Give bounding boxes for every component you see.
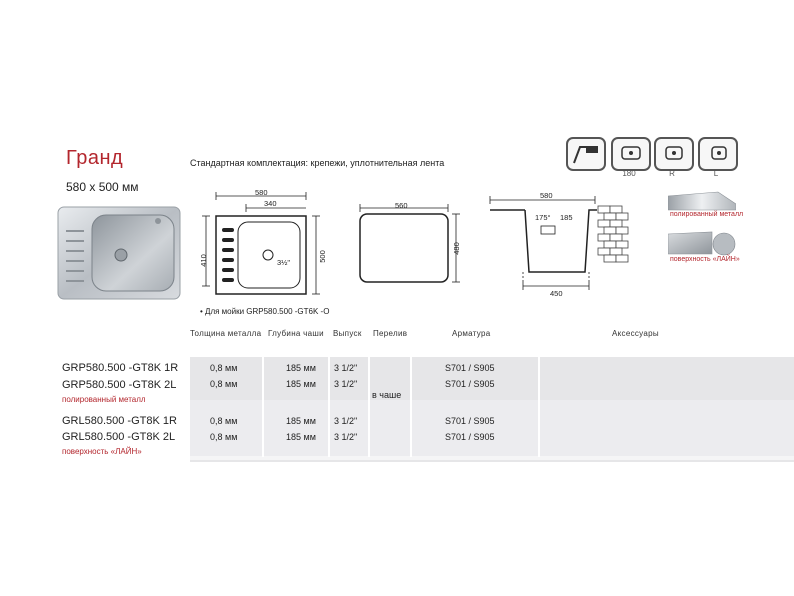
bowl-r-icon bbox=[654, 137, 694, 171]
row-fittings: S701 / S905 bbox=[445, 363, 495, 373]
row-outlet: 3 1/2" bbox=[334, 363, 358, 373]
row-thickness: 0,8 мм bbox=[210, 416, 238, 426]
drawing-cutout bbox=[359, 204, 460, 283]
polished-metal-swatch bbox=[668, 191, 736, 211]
row-model: GRL580.500 -GT8K 1R bbox=[62, 415, 177, 427]
row-fittings: S701 / S905 bbox=[445, 432, 495, 442]
row-outlet: 3 1/2" bbox=[334, 416, 358, 426]
line-surface-label: поверхность «ЛАЙН» bbox=[670, 256, 740, 263]
row-fittings: S701 / S905 bbox=[445, 379, 495, 389]
dim-560: 560 bbox=[395, 201, 408, 210]
row-thickness: 0,8 мм bbox=[210, 379, 238, 389]
dim-410: 410 bbox=[198, 254, 208, 267]
dim-185: 185 bbox=[560, 213, 573, 222]
col-separator bbox=[262, 357, 264, 457]
header-depth: Глубина чаши bbox=[268, 329, 324, 338]
kit-note: Стандартная комплектация: крепежи, уплот… bbox=[190, 158, 445, 168]
col-separator bbox=[328, 357, 330, 457]
dim-drain: 3½" bbox=[277, 258, 291, 267]
header-thickness: Толщина металла bbox=[190, 329, 262, 338]
row-depth: 185 мм bbox=[286, 379, 316, 389]
header-accessories: Аксессуары bbox=[612, 329, 659, 338]
drawing-section bbox=[489, 196, 629, 290]
product-title: Гранд bbox=[66, 147, 124, 169]
dim-580-section: 580 bbox=[540, 191, 553, 200]
dim-angle: 175° bbox=[535, 213, 551, 222]
row-depth: 185 мм bbox=[286, 432, 316, 442]
bowl-180-icon bbox=[611, 137, 651, 171]
dim-580: 580 bbox=[255, 188, 268, 197]
icon-caption-l: L bbox=[713, 169, 719, 178]
overflow-value: в чаше bbox=[372, 390, 402, 400]
sink-photo bbox=[57, 206, 181, 300]
header-overflow: Перелив bbox=[373, 329, 408, 338]
row-thickness: 0,8 мм bbox=[210, 432, 238, 442]
group-label-line: поверхность «ЛАЙН» bbox=[62, 447, 142, 456]
row-depth: 185 мм bbox=[286, 363, 316, 373]
row-depth: 185 мм bbox=[286, 416, 316, 426]
dim-340: 340 bbox=[264, 199, 277, 208]
row-outlet: 3 1/2" bbox=[334, 432, 358, 442]
table-divider bbox=[190, 456, 794, 460]
col-separator bbox=[538, 357, 540, 457]
row-model: GRP580.500 -GT8K 2L bbox=[62, 379, 177, 391]
mount-icon bbox=[566, 137, 606, 171]
header-outlet: Выпуск bbox=[333, 329, 362, 338]
row-outlet: 3 1/2" bbox=[334, 379, 358, 389]
icon-caption-r: R bbox=[669, 169, 675, 178]
icon-caption-180: 180 bbox=[622, 169, 636, 178]
line-surface-swatch bbox=[668, 231, 736, 256]
polished-metal-label: полированный металл bbox=[670, 211, 744, 218]
header-fittings: Арматура bbox=[452, 329, 491, 338]
col-separator bbox=[368, 357, 370, 457]
drawing-top-view bbox=[202, 192, 320, 295]
col-separator bbox=[410, 357, 412, 457]
dim-480: 480 bbox=[451, 242, 461, 255]
dim-450: 450 bbox=[550, 289, 563, 298]
row-fittings: S701 / S905 bbox=[445, 416, 495, 426]
row-thickness: 0,8 мм bbox=[210, 363, 238, 373]
bowl-l-icon bbox=[698, 137, 738, 171]
product-dimensions: 580 x 500 мм bbox=[66, 180, 139, 194]
group-label-polished: полированный металл bbox=[62, 395, 146, 404]
row-model: GRP580.500 -GT8K 1R bbox=[62, 362, 179, 374]
dim-500: 500 bbox=[317, 250, 327, 263]
cutout-note: • Для мойки GRP580.500 -GT6K -O bbox=[200, 307, 330, 316]
row-model: GRL580.500 -GT8K 2L bbox=[62, 431, 176, 443]
table-band-highlight bbox=[190, 400, 794, 460]
